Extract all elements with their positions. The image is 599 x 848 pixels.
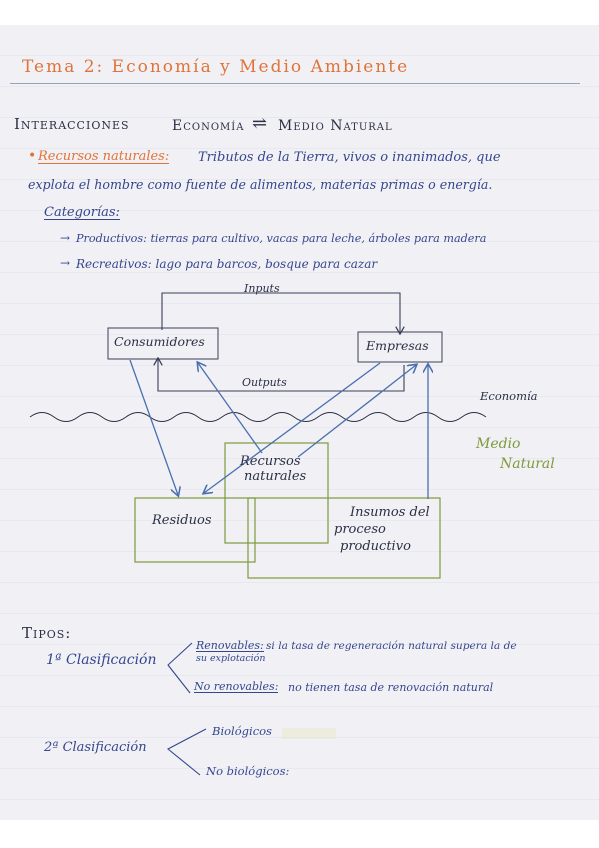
- medio-zone-label: Medio: [476, 436, 521, 452]
- tipos-heading: Tipos:: [22, 624, 72, 642]
- natural-zone-label: Natural: [500, 456, 555, 472]
- title-underline: [10, 83, 580, 84]
- recursos-definition-line1: Tributos de la Tierra, vivos o inanimado…: [198, 150, 501, 165]
- insumos-label-line1: Insumos del: [350, 505, 430, 520]
- bracket-icon: [167, 642, 193, 694]
- renovables-definition-line2: su explotación: [196, 653, 266, 664]
- economia-heading: Economía: [172, 118, 245, 134]
- clasificacion1-label: 1ª Clasificación: [46, 652, 157, 668]
- consumidores-label: Consumidores: [114, 334, 205, 349]
- interacciones-heading: Interacciones: [14, 115, 130, 133]
- recursos-definition-line2: explota el hombre como fuente de aliment…: [28, 177, 493, 192]
- notebook-page: Tema 2: Economía y Medio Ambiente Intera…: [0, 25, 599, 820]
- consumidores-box: [107, 327, 219, 360]
- residuos-label: Residuos: [152, 513, 212, 528]
- bullet-icon: •: [28, 148, 37, 164]
- categoria-recreativos: Recreativos: lago para barcos, bosque pa…: [76, 257, 378, 271]
- no-renovables-term: No renovables:: [194, 680, 279, 693]
- renovables-term: Renovables:: [196, 639, 264, 652]
- categorias-label: Categorías:: [44, 205, 120, 220]
- economy-environment-diagram: [29, 292, 487, 579]
- medio-natural-heading: Medio Natural: [278, 118, 393, 134]
- economy-nature-boundary: [29, 412, 487, 422]
- renovables-definition: si la tasa de regeneración natural super…: [266, 640, 517, 652]
- biologicos-item: Biológicos: [212, 724, 272, 738]
- no-biologicos-item: No biológicos:: [206, 764, 290, 778]
- recursos-naturales-box: [224, 442, 329, 544]
- inputs-label: Inputs: [244, 282, 280, 295]
- residuos-box: [134, 497, 256, 563]
- recursos-to-empresas-arrow: [297, 365, 416, 458]
- exchange-arrow-icon: ⇌: [252, 113, 268, 134]
- insumos-label-line3: productivo: [340, 539, 411, 554]
- empresas-label: Empresas: [366, 338, 429, 353]
- arrow-right-icon: →: [60, 231, 71, 245]
- page-title: Tema 2: Economía y Medio Ambiente: [22, 57, 410, 77]
- economia-zone-label: Economía: [480, 389, 538, 403]
- no-renovables-definition: no tienen tasa de renovación natural: [288, 681, 494, 694]
- arrow-right-icon: →: [60, 256, 71, 270]
- recursos-to-consumidores-arrow: [198, 363, 263, 454]
- consumidores-to-residuos-arrow: [129, 359, 178, 495]
- recursos-term: Recursos naturales:: [38, 149, 170, 164]
- empresas-to-residuos-arrow: [204, 362, 381, 493]
- categoria-productivos: Productivos: tierras para cultivo, vacas…: [76, 232, 487, 245]
- insumos-label-line2: proceso: [334, 522, 386, 537]
- recursos-box-label-line2: naturales: [244, 469, 307, 484]
- clasificacion2-label: 2ª Clasificación: [44, 740, 147, 755]
- insumos-box: [247, 497, 441, 579]
- outputs-flow-line: [158, 359, 405, 392]
- empresas-box: [357, 331, 443, 363]
- outputs-label: Outputs: [242, 376, 287, 389]
- inputs-flow-line: [161, 292, 400, 333]
- recursos-box-label-line1: Recursos: [240, 454, 301, 469]
- highlighter-mark: [282, 728, 336, 739]
- bracket-icon: [167, 728, 207, 776]
